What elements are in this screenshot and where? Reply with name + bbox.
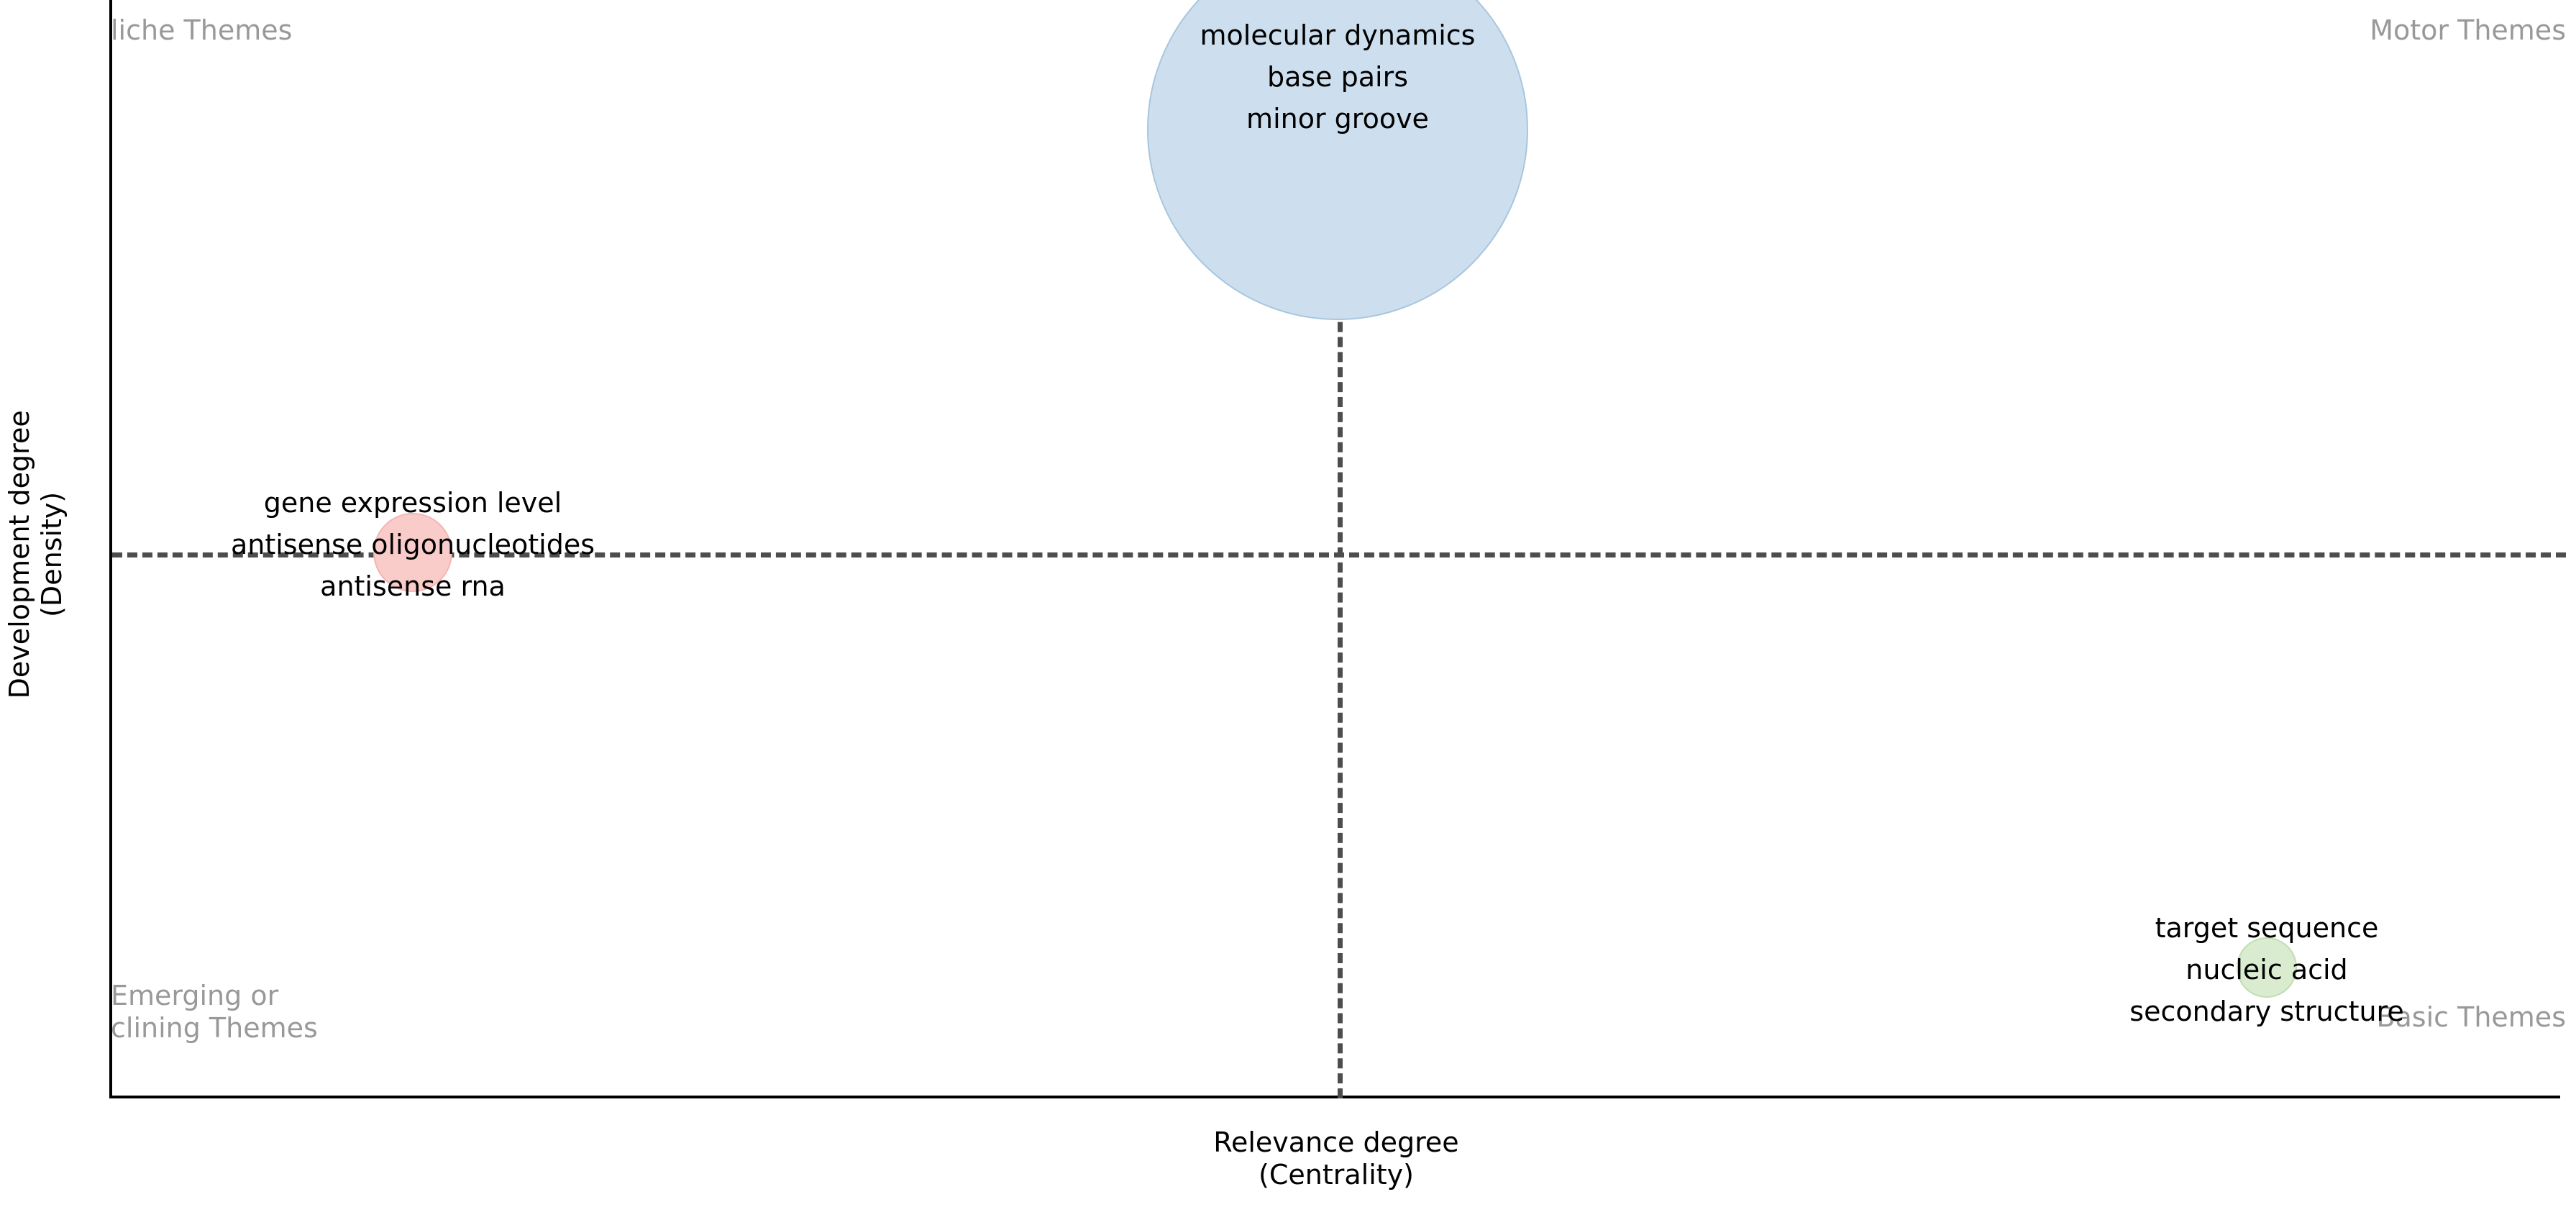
theme-bubble-antisense-oligonucleotides[interactable]: [373, 513, 452, 592]
quadrant-label-emerging-declining-themes: Emerging or clining Themes: [111, 980, 318, 1044]
quadrant-label-basic-themes: Basic Themes: [2376, 1001, 2566, 1033]
theme-bubble-molecular-dynamics[interactable]: [1147, 0, 1528, 320]
vertical-divider-line: [1338, 0, 1343, 1098]
horizontal-divider-line: [112, 552, 2566, 557]
plot-area: liche Themes Motor Themes Emerging or cl…: [109, 0, 2566, 1098]
y-axis-title: Development degree (Density): [4, 410, 68, 699]
x-axis-title: Relevance degree (Centrality): [1213, 1126, 1459, 1191]
quadrant-label-motor-themes: Motor Themes: [2370, 14, 2566, 46]
theme-bubble-nucleic-acid[interactable]: [2237, 937, 2297, 998]
quadrant-label-niche-themes: liche Themes: [111, 14, 293, 46]
